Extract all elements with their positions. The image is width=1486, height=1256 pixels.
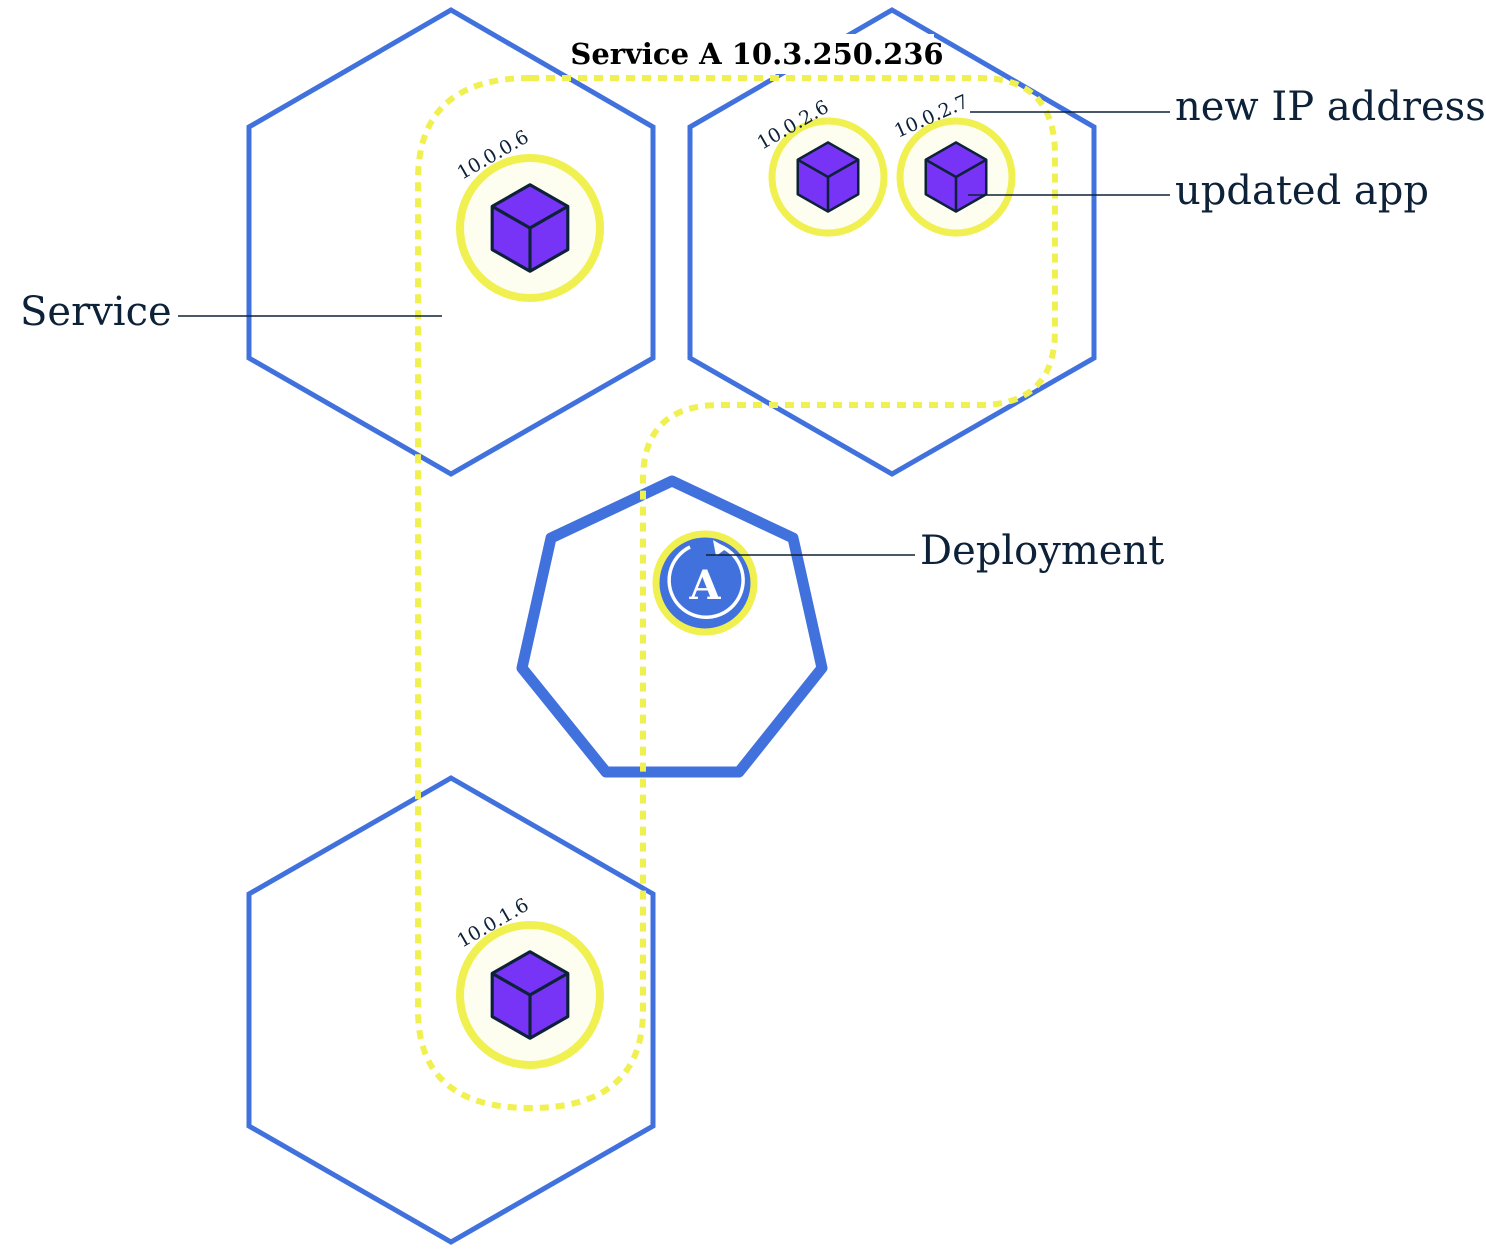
callout-service: Service — [20, 289, 172, 335]
pod[interactable]: 10.0.0.6 — [454, 126, 604, 302]
node-hexagon-top-left — [246, 7, 656, 477]
pod[interactable]: 10.0.2.6 — [754, 96, 888, 237]
deployment-badge[interactable]: A — [652, 530, 758, 636]
service-title: Service A 10.3.250.236 — [570, 37, 943, 71]
node-hexagon-top-right — [687, 7, 1097, 477]
pod[interactable]: 10.0.1.6 — [454, 894, 604, 1069]
rotation-arrow-icon — [667, 544, 745, 620]
callout-updated-app: updated app — [1175, 168, 1429, 214]
callout-new-ip: new IP address — [1175, 84, 1486, 130]
deployment-heptagon — [516, 475, 828, 778]
service-title-bg — [580, 34, 934, 74]
callout-deployment: Deployment — [920, 528, 1164, 574]
node-hexagon-bottom-left — [246, 775, 656, 1245]
deployment-letter-icon: A — [688, 562, 721, 609]
arrow-head-icon — [713, 540, 727, 556]
